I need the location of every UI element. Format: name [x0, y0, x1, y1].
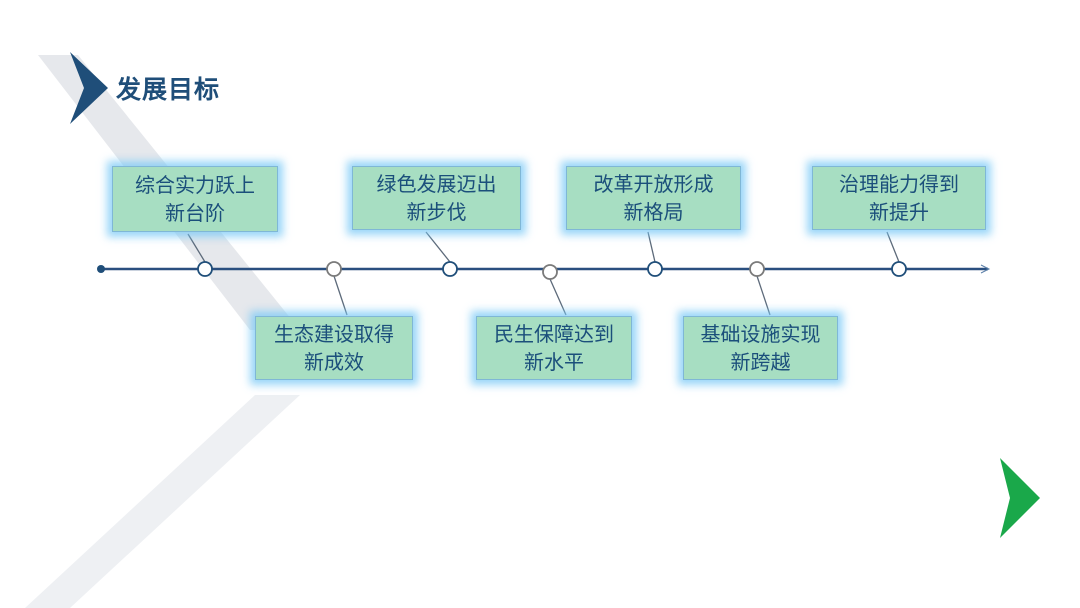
goal-text: 改革开放形成 — [593, 172, 714, 196]
timeline-node — [749, 261, 765, 277]
goal-text: 新水平 — [524, 350, 584, 374]
goal-box: 绿色发展迈出新步伐 — [352, 166, 521, 230]
goal-text: 新提升 — [869, 200, 929, 224]
goal-text: 新台阶 — [165, 201, 225, 225]
goal-text: 新成效 — [304, 350, 364, 374]
goal-box: 生态建设取得新成效 — [255, 316, 413, 380]
timeline-node — [542, 264, 558, 280]
connector — [647, 231, 656, 263]
axis-arrow-icon — [980, 264, 991, 274]
connector — [549, 278, 567, 316]
goal-text: 生态建设取得 — [274, 322, 394, 346]
goal-text: 新步伐 — [406, 200, 467, 224]
connector — [425, 231, 451, 263]
timeline-node — [442, 261, 458, 277]
connector — [333, 275, 348, 316]
connector — [886, 231, 900, 263]
goal-text: 绿色发展迈出 — [376, 172, 497, 196]
goal-text: 综合实力跃上 — [135, 173, 255, 197]
diagonal-band-lower — [25, 395, 300, 608]
timeline-node — [647, 261, 663, 277]
slide-title: 发展目标 — [116, 75, 221, 104]
title-chevron-icon — [70, 52, 108, 124]
timeline-node — [197, 261, 213, 277]
goal-text: 新跨越 — [730, 350, 791, 374]
goal-box: 基础设施实现新跨越 — [683, 316, 838, 380]
goal-box: 治理能力得到新提升 — [812, 166, 986, 230]
goal-text: 新格局 — [623, 200, 684, 224]
goal-box: 民生保障达到新水平 — [476, 316, 632, 380]
timeline-node — [326, 261, 342, 277]
connector — [756, 275, 771, 316]
goal-text: 治理能力得到 — [839, 172, 959, 196]
connector — [187, 233, 206, 263]
next-chevron-icon — [1000, 458, 1040, 538]
goal-box: 改革开放形成新格局 — [566, 166, 741, 230]
goal-box: 综合实力跃上新台阶 — [112, 166, 278, 232]
timeline-node — [891, 261, 907, 277]
goal-text: 民生保障达到 — [494, 322, 614, 346]
timeline-start-dot — [97, 265, 105, 273]
goal-text: 基础设施实现 — [700, 322, 821, 346]
